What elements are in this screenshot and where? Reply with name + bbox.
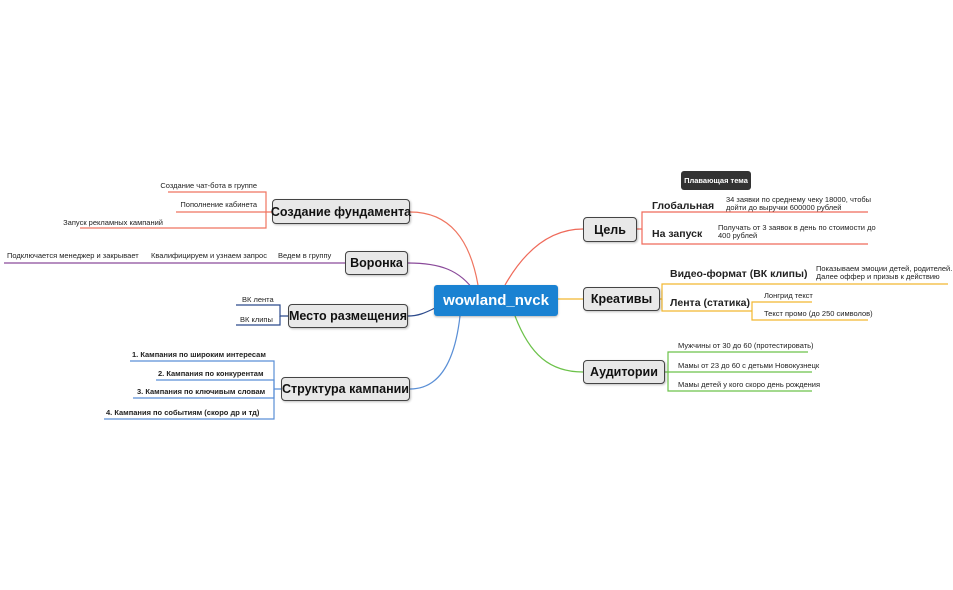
central-topic[interactable]: wowland_nvck bbox=[434, 285, 558, 316]
audience-item[interactable]: Мамы от 23 до 60 с детьми Новокузнецк bbox=[678, 361, 820, 370]
creatives-feed-item[interactable]: Текст промо (до 250 символов) bbox=[764, 309, 873, 318]
goal-launch-text-2[interactable]: 400 рублей bbox=[718, 231, 758, 240]
topic-placement[interactable]: Место размещения bbox=[288, 304, 408, 328]
audience-item[interactable]: Мамы детей у кого скоро день рождения bbox=[678, 380, 821, 389]
structure-item[interactable]: 1. Кампания по широким интересам bbox=[132, 350, 266, 359]
goal-launch-text-1[interactable]: Получать от 3 заявок в день по стоимости… bbox=[718, 223, 876, 232]
structure-item[interactable]: 2. Кампания по конкурентам bbox=[158, 369, 264, 378]
audience-item[interactable]: Мужчины от 30 до 60 (протестировать) bbox=[678, 341, 814, 350]
placement-item[interactable]: ВК лента bbox=[242, 295, 274, 304]
creatives-video-label[interactable]: Видео-формат (ВК клипы) bbox=[670, 268, 808, 280]
topic-funnel[interactable]: Воронка bbox=[345, 251, 408, 275]
floating-topic[interactable]: Плавающая тема bbox=[681, 171, 751, 190]
creatives-feed-label[interactable]: Лента (статика) bbox=[670, 297, 750, 309]
foundation-item[interactable]: Пополнение кабинета bbox=[180, 200, 257, 209]
topic-audiences[interactable]: Аудитории bbox=[583, 360, 665, 384]
goal-global-text-1[interactable]: 34 заявки по среднему чеку 18000, чтобы bbox=[726, 195, 872, 204]
goal-global-text-2[interactable]: дойти до выручки 600000 рублей bbox=[726, 203, 842, 212]
foundation-item[interactable]: Создание чат-бота в группе bbox=[160, 181, 257, 190]
creatives-video-text-1[interactable]: Показываем эмоции детей, родителей. bbox=[816, 264, 953, 273]
topic-structure[interactable]: Структура кампании bbox=[281, 377, 410, 401]
creatives-video-text-2[interactable]: Далее оффер и призыв к действию bbox=[816, 272, 940, 281]
goal-global-label[interactable]: Глобальная bbox=[652, 200, 715, 212]
goal-launch-label[interactable]: На запуск bbox=[652, 228, 703, 240]
creatives-feed-item[interactable]: Лонгрид текст bbox=[764, 291, 813, 300]
topic-goal[interactable]: Цель bbox=[583, 217, 637, 242]
funnel-item[interactable]: Ведем в группу bbox=[278, 251, 332, 260]
structure-item[interactable]: 3. Кампания по ключивым словам bbox=[137, 387, 266, 396]
funnel-item[interactable]: Подключается менеджер и закрывает bbox=[7, 251, 139, 260]
structure-item[interactable]: 4. Кампания по событиям (скоро др и тд) bbox=[106, 408, 260, 417]
topic-foundation[interactable]: Создание фундамента bbox=[271, 199, 411, 224]
placement-item[interactable]: ВК клипы bbox=[240, 315, 273, 324]
topic-creatives[interactable]: Креативы bbox=[583, 287, 660, 311]
funnel-item[interactable]: Квалифицируем и узнаем запрос bbox=[151, 251, 267, 260]
foundation-item[interactable]: Запуск рекламных кампаний bbox=[63, 218, 163, 227]
